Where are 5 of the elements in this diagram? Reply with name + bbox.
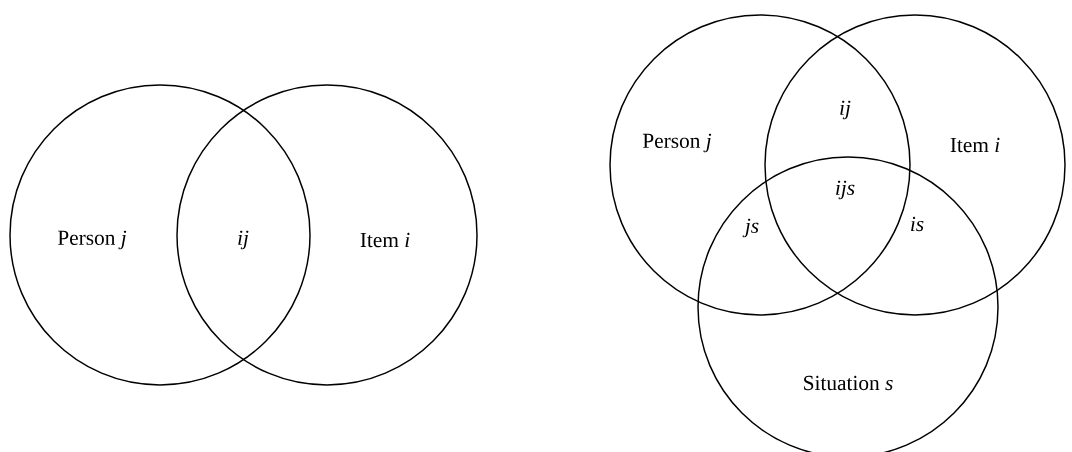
region-label: ijs xyxy=(836,180,855,200)
region-label: ij xyxy=(238,230,249,250)
region-label: is xyxy=(911,216,924,232)
region-label: js xyxy=(742,218,759,238)
region-label: ij xyxy=(840,100,851,120)
